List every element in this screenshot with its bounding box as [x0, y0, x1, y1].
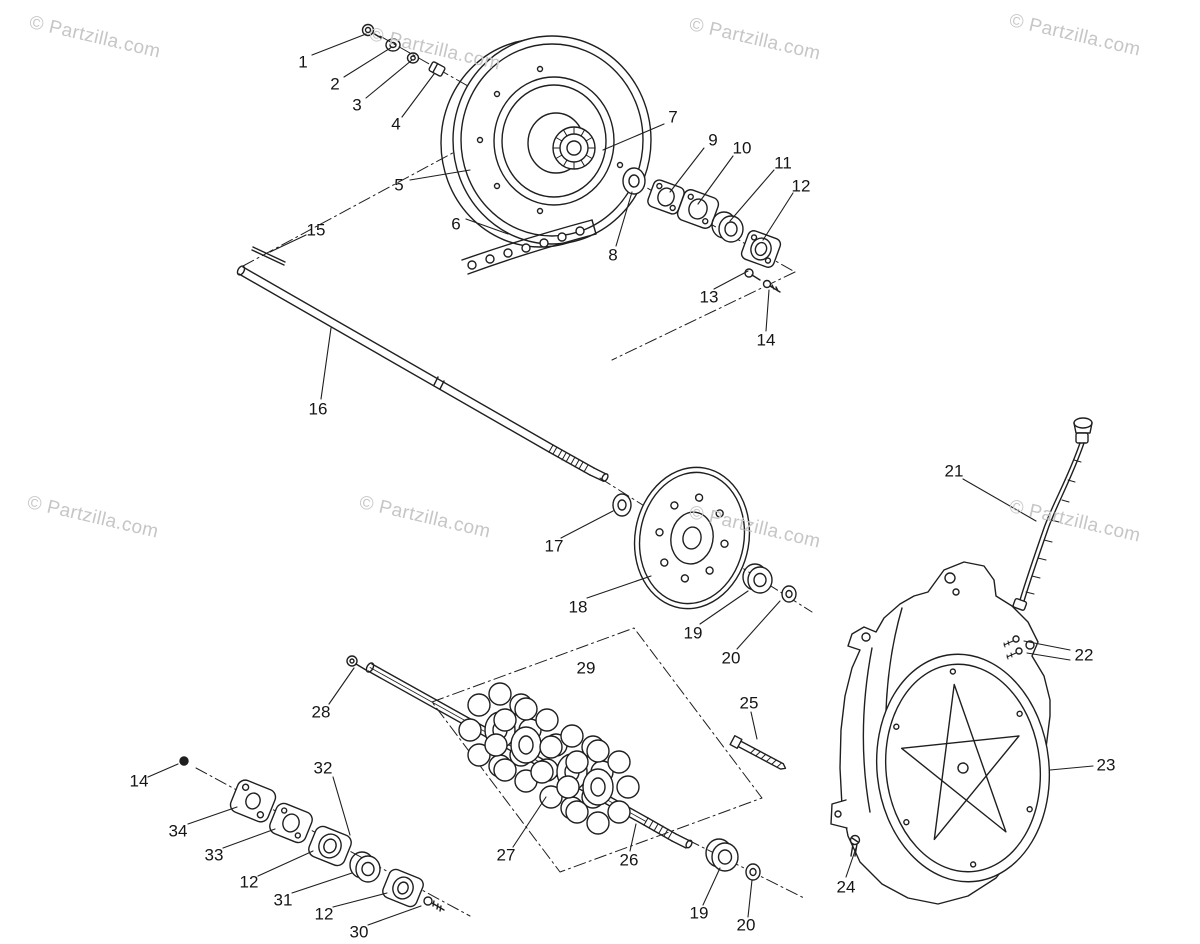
screws-22	[1003, 635, 1023, 660]
jackshaft-assembly	[236, 246, 632, 517]
driveshaft-assembly	[346, 655, 761, 881]
flange-9	[647, 179, 685, 215]
bolt-25	[729, 735, 787, 770]
flange-12	[740, 230, 782, 268]
brake-disc-assembly	[633, 466, 797, 610]
leader-lines	[147, 33, 1094, 926]
drive-chain	[461, 219, 597, 275]
screw-24	[849, 834, 861, 857]
driveshaft-kit-boundary	[431, 627, 763, 873]
bearing-11	[711, 211, 744, 243]
drive-clutch-assembly	[361, 23, 782, 293]
dipstick-cable	[1012, 417, 1093, 611]
chaincase-cover	[875, 653, 1051, 883]
track-sprockets	[458, 682, 640, 835]
chaincase-assembly	[729, 417, 1093, 905]
clutch-pulley	[440, 35, 652, 248]
bearing-flange-stack	[179, 756, 445, 912]
